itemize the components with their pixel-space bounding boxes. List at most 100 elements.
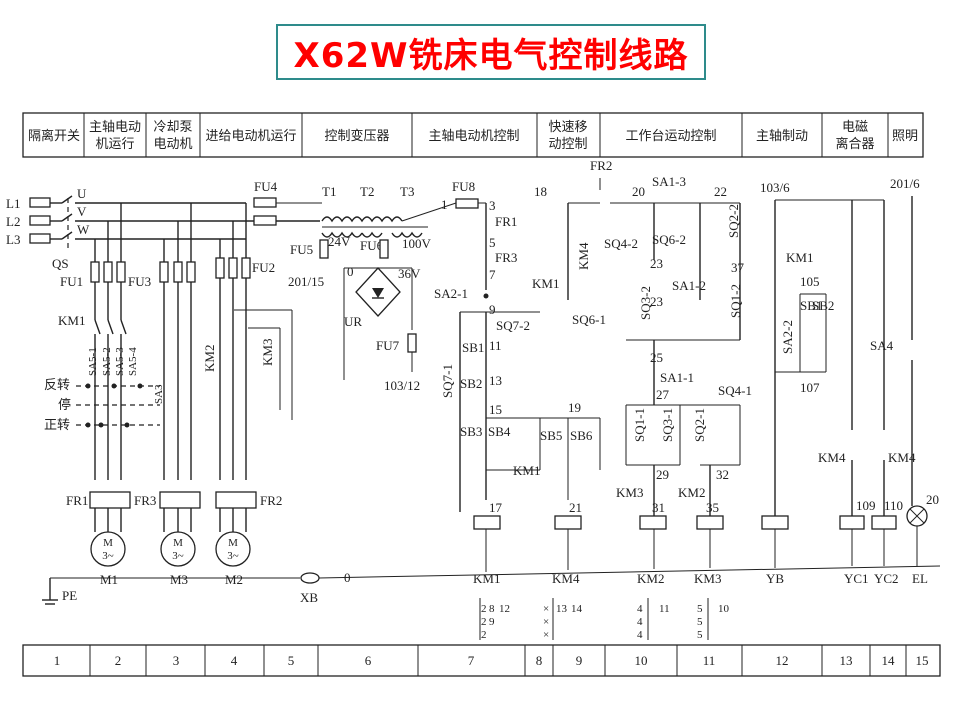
label-FU3: FU3 [128,274,151,289]
label-FR3-contact: FR3 [495,250,517,265]
label-SB1-brake: SB1 [800,298,822,313]
label-FU7: FU7 [376,338,400,353]
label-SQ4-1: SQ4-1 [718,383,752,398]
motor-M2-symbol: M [228,537,238,549]
label-node-19: 19 [568,400,581,415]
label-node-105: 105 [800,274,820,289]
label-node-20-lamp: 20 [926,492,939,507]
label-node-109: 109 [856,498,876,513]
label-SQ1-1: SQ1-1 [632,408,647,442]
label-SA1-2: SA1-2 [672,278,706,293]
label-node-23-a: 23 [650,256,663,271]
label-node-9: 9 [489,302,496,317]
label-KM4-interlock: KM4 [576,242,591,270]
coil-label-KM2: KM2 [637,571,664,586]
xref-km3-a: 5 [697,603,703,615]
label-FR2: FR2 [260,493,282,508]
coil-KM3 [696,515,724,530]
xref-km3-b: 10 [718,603,730,615]
xref-km1-a: 2 [481,603,487,615]
xref-km4-b: 14 [571,603,583,615]
label-SB2-brake: SB2 [812,298,834,313]
label-KM4-clutch-1: KM4 [818,450,846,465]
label-M2: M2 [225,572,243,587]
label-EL: EL [912,571,928,586]
footer-col-14: 14 [882,653,896,668]
label-M3: M3 [170,572,188,587]
label-V: V [77,204,87,219]
label-KM1-main: KM1 [58,313,85,328]
xref-km1-a2: 2 [481,616,487,628]
label-SB5: SB5 [540,428,562,443]
xref-km2-a: 4 [637,603,643,615]
label-node-17: 17 [489,500,503,515]
label-node-15: 15 [489,402,502,417]
label-node-23-b: 23 [650,294,663,309]
label-FU5: FU5 [290,242,313,257]
label-KM2-interlock: KM2 [678,485,705,500]
footer-table: 1 2 3 4 5 6 7 8 9 10 11 12 13 14 15 [22,644,941,677]
coil-YB [761,515,789,530]
label-U: U [77,186,87,201]
xref-km1-a3: 2 [481,629,487,641]
label-node-11: 11 [489,338,502,353]
footer-col-1: 1 [54,653,61,668]
label-node-7: 7 [489,267,496,282]
header-clutch-1: 电磁 [842,120,868,135]
xref-km4-a: 13 [556,603,568,615]
label-FU4: FU4 [254,179,278,194]
label-FU2: FU2 [252,260,275,275]
footer-col-4: 4 [231,653,238,668]
xref-km2-a2: 4 [637,616,643,628]
label-SB4: SB4 [488,424,511,439]
motor-M2: M 3~ M2 [215,531,251,587]
label-24V: 24V [328,234,351,249]
label-node-107: 107 [800,380,820,395]
label-SB6: SB6 [570,428,593,443]
label-FR1-contact: FR1 [495,214,517,229]
table-control: 20 SA1-3 22 SQ4-2 SQ6-2 SQ2-2 23 37 SA1-… [572,174,752,586]
page-title: X62W铣床电气控制线路 [293,35,689,76]
contact-cross-reference: 2 8 12 2 9 2 × × × 13 14 4 4 4 11 5 5 5 … [479,598,730,641]
label-SQ7-2: SQ7-2 [496,318,530,333]
header-spindle-brake: 主轴制动 [756,129,808,144]
label-FU8: FU8 [452,179,475,194]
label-SQ7-1: SQ7-1 [440,364,455,398]
header-spindle-1: 主轴电动 [89,120,141,135]
coil-KM1 [473,515,501,530]
label-T2: T2 [360,184,374,199]
coil-KM4 [554,515,582,530]
footer-col-13: 13 [840,653,853,668]
label-T1: T1 [322,184,336,199]
motor-M1: M 3~ M1 [90,531,126,587]
label-L1: L1 [6,196,20,211]
label-SQ3-1: SQ3-1 [660,408,675,442]
label-SQ3-2: SQ3-2 [638,286,653,320]
footer-col-10: 10 [635,653,648,668]
header-transformer: 控制变压器 [324,128,389,144]
circuit-diagram: 隔离开关 主轴电动 机运行 冷却泵 电动机 进给电动机运行 控制变压器 主轴电动… [6,112,941,677]
spindle-control: 1 FU8 3 FR1 5 FR3 7 SA2-1 9 SQ7-2 SQ7-1 … [434,158,612,586]
label-SQ1-2: SQ1-2 [728,284,743,318]
footer-col-5: 5 [288,653,295,668]
label-node-25: 25 [650,350,663,365]
label-node-0-bottom: 0 [344,570,351,585]
label-stop: 停 [58,397,71,413]
label-SA5-4: SA5-4 [127,347,139,376]
xref-km2-b: 11 [659,603,670,615]
label-103-12: 103/12 [384,378,420,393]
label-node-1: 1 [441,197,448,212]
footer-col-9: 9 [576,653,583,668]
label-KM3-main: KM3 [260,339,275,366]
xref-km2-a3: 4 [637,629,643,641]
coil-YC2 [871,515,897,530]
label-201-6: 201/6 [890,176,920,191]
header-lighting: 照明 [892,129,918,144]
footer-col-8: 8 [536,653,543,668]
footer-col-15: 15 [916,653,929,668]
label-YC2: YC2 [874,571,899,586]
label-YC1: YC1 [844,571,869,586]
footer-col-2: 2 [115,653,122,668]
label-L3: L3 [6,232,20,247]
label-SQ6-1: SQ6-1 [572,312,606,327]
